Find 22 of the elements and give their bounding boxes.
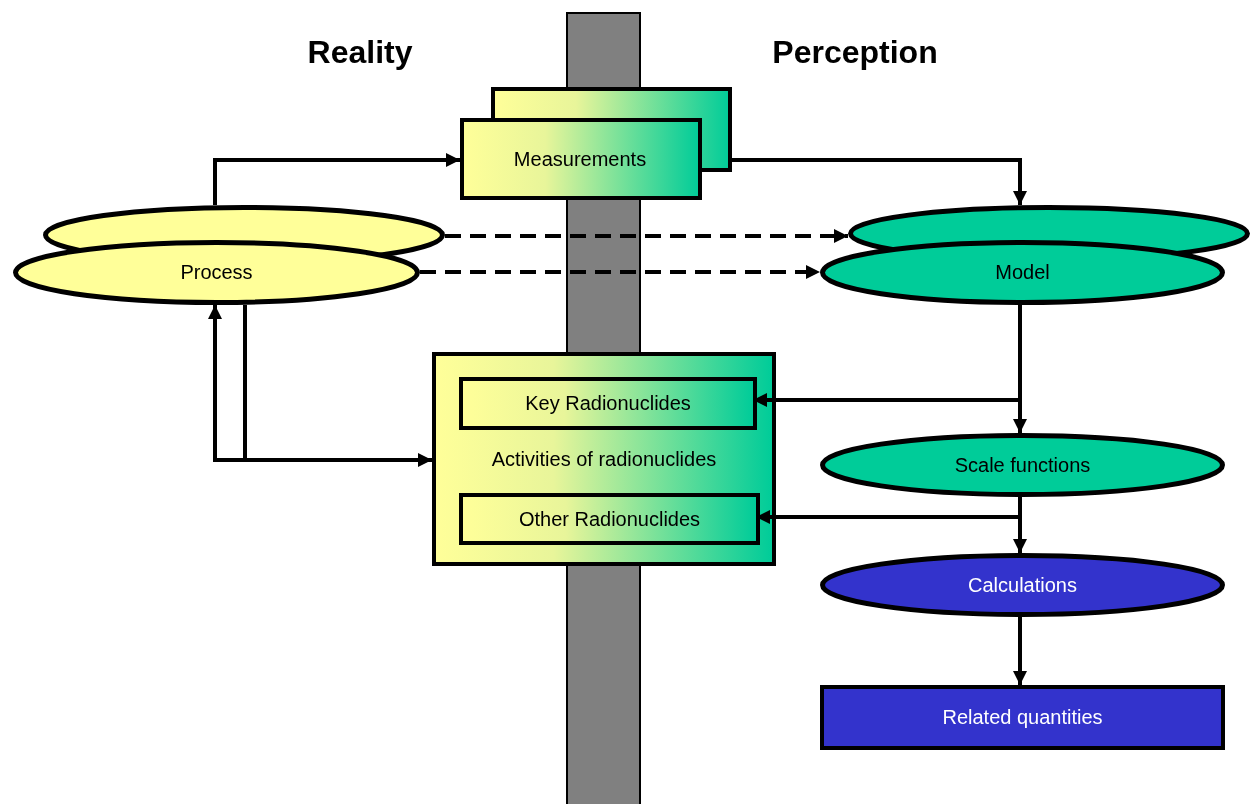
radionuclide-box — [459, 493, 760, 545]
column-heading: Reality — [307, 33, 413, 72]
node-label: Calculations — [968, 572, 1077, 598]
node-label: Activities of radionuclides — [491, 446, 717, 472]
node-label: Model — [995, 260, 1050, 285]
arrow — [732, 158, 1027, 205]
arrow — [213, 153, 460, 205]
arrow — [1013, 617, 1027, 685]
node-label: Key Radionuclides — [525, 391, 691, 416]
node-label: Scale functions — [954, 452, 1091, 478]
node-label: Other Radionuclides — [518, 506, 701, 532]
radionuclide-box — [459, 377, 757, 430]
column-heading: Perception — [772, 33, 938, 72]
arrow — [208, 305, 432, 462]
result-box — [820, 685, 1225, 750]
activities-box — [432, 352, 776, 566]
node-label: Related quantities — [942, 705, 1103, 730]
arrow — [1013, 497, 1027, 553]
node-label: Process — [180, 260, 253, 285]
arrow — [445, 229, 848, 243]
arrow — [420, 265, 820, 279]
node-label: Measurements — [513, 146, 647, 172]
